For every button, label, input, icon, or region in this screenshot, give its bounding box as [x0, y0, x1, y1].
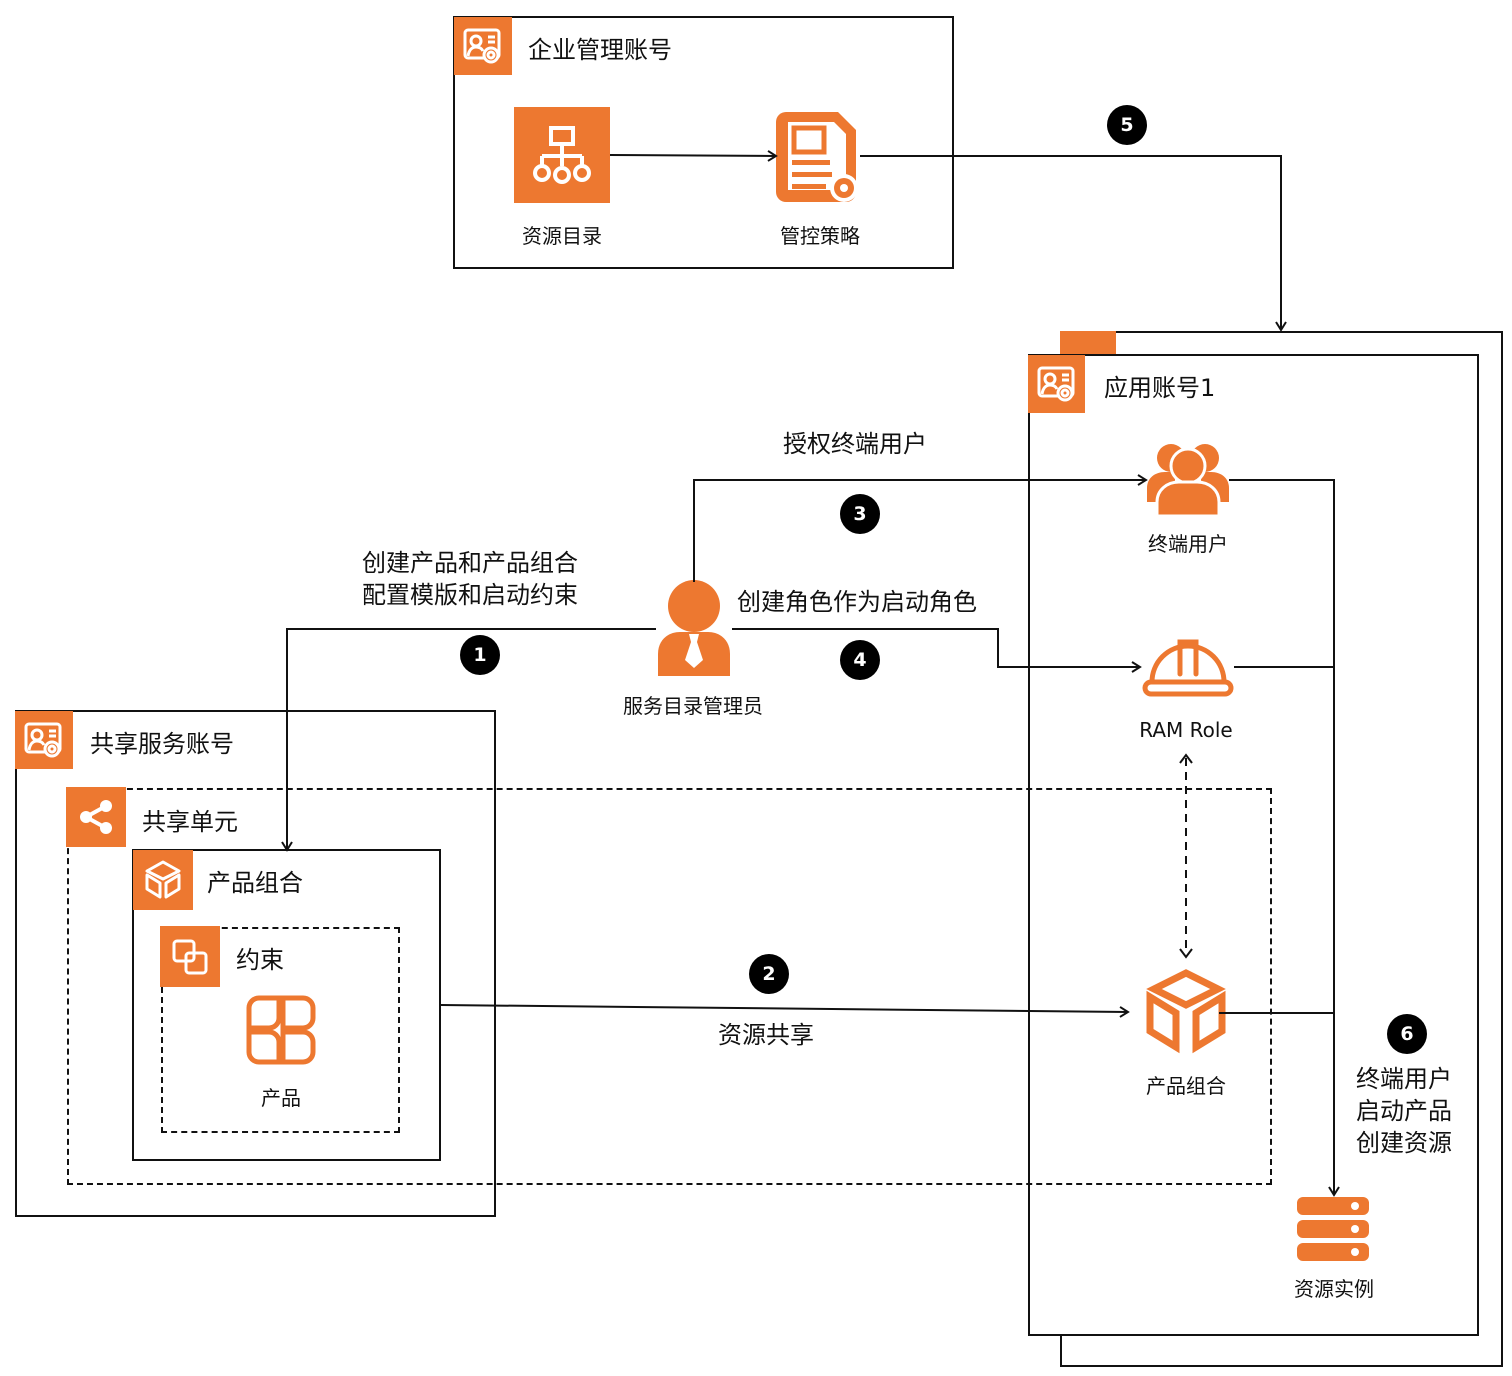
arrow-step2	[440, 1004, 1130, 1018]
four-petal-grid-icon[interactable]	[245, 994, 317, 1066]
step-badge-6: 6	[1387, 1014, 1427, 1054]
constraint-container	[161, 927, 400, 1133]
step4-text: 创建角色作为启动角色	[737, 588, 977, 616]
portfolio-title: 产品组合	[207, 869, 303, 897]
end-users-label: 终端用户	[1148, 532, 1228, 556]
app-account-container	[1028, 354, 1479, 1336]
arrow-step3	[693, 474, 1148, 582]
policy-document-gear-icon[interactable]	[776, 110, 860, 204]
app-portfolio-label: 产品组合	[1146, 1074, 1226, 1098]
step-badge-5: 5	[1107, 105, 1147, 145]
app-account-back-tile	[1060, 331, 1116, 355]
resource-instance-label: 资源实例	[1294, 1277, 1374, 1301]
server-stack-icon[interactable]	[1297, 1197, 1371, 1263]
admin-person-icon[interactable]	[656, 580, 732, 676]
account-settings-icon	[454, 17, 512, 75]
step1-text: 创建产品和产品组合 配置模版和启动约束	[362, 549, 578, 609]
share-unit-title: 共享单元	[142, 808, 238, 836]
org-tree-icon[interactable]	[514, 107, 610, 203]
users-group-icon[interactable]	[1147, 440, 1229, 518]
account-settings-icon	[1028, 355, 1085, 413]
admin-label: 服务目录管理员	[623, 694, 763, 718]
step-badge-4: 4	[840, 640, 880, 680]
step2-text: 资源共享	[718, 1021, 814, 1049]
shared-account-title: 共享服务账号	[90, 730, 234, 758]
step-badge-3: 3	[840, 494, 880, 534]
overlap-squares-icon	[160, 926, 220, 987]
arrow-step1	[281, 628, 656, 852]
cube-icon[interactable]	[1146, 967, 1226, 1055]
step-badge-1: 1	[460, 635, 500, 675]
control-policy-label: 管控策略	[780, 224, 860, 248]
line-users-to-resource	[1229, 479, 1340, 1197]
enterprise-account-title: 企业管理账号	[528, 36, 672, 64]
account-settings-icon	[15, 711, 73, 769]
ram-role-label: RAM Role	[1139, 718, 1233, 742]
arrow-step5	[860, 155, 1287, 332]
share-unit-container	[67, 788, 1272, 1185]
app-account-title: 应用账号1	[1104, 374, 1216, 402]
arrow-directory-to-policy	[609, 150, 778, 162]
constraint-title: 约束	[236, 946, 284, 974]
step6-text: 终端用户 启动产品 创建资源	[1356, 1065, 1452, 1157]
resource-directory-label: 资源目录	[522, 224, 602, 248]
arrow-step4	[732, 628, 1142, 673]
step-badge-2: 2	[749, 954, 789, 994]
cube-icon	[133, 850, 193, 910]
hard-hat-icon[interactable]	[1142, 634, 1234, 698]
share-icon	[66, 787, 126, 847]
product-label: 产品	[261, 1086, 301, 1110]
step3-text: 授权终端用户	[783, 430, 927, 458]
